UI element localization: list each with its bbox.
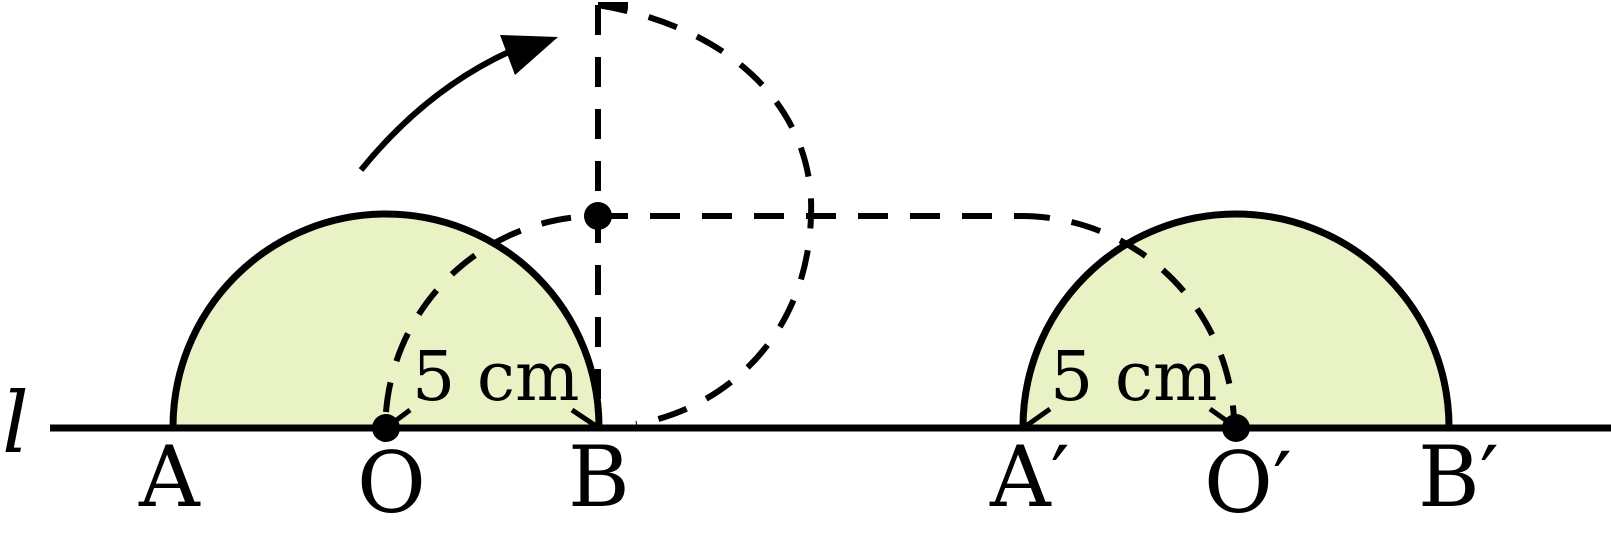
line-label: l xyxy=(2,374,29,472)
left-semicircle xyxy=(173,214,599,427)
left-radius-segment-b xyxy=(570,407,598,429)
left-semicircle-arc xyxy=(169,210,603,428)
point-o-prime xyxy=(1222,414,1250,442)
dashed-arc-to-o-prime xyxy=(1019,212,1237,421)
label-o-prime: O′ xyxy=(1204,434,1292,532)
label-a: A xyxy=(138,428,201,526)
right-radius-segment xyxy=(1024,406,1052,429)
label-o: O xyxy=(357,434,426,532)
rotation-arrow-head xyxy=(500,35,558,75)
label-b: B xyxy=(568,428,630,526)
left-radius-label: 5 cm xyxy=(412,338,579,417)
label-b-prime: B′ xyxy=(1418,428,1499,526)
label-a-prime: A′ xyxy=(989,428,1070,526)
rotated-position xyxy=(383,2,1237,427)
point-center-rotated xyxy=(584,202,612,230)
point-o xyxy=(372,414,400,442)
dashed-arc-left xyxy=(383,213,599,413)
right-radius-label: 5 cm xyxy=(1050,338,1217,417)
right-semicircle-arc xyxy=(1019,210,1453,428)
right-semicircle xyxy=(1023,214,1449,427)
rotation-arrow xyxy=(358,44,522,172)
